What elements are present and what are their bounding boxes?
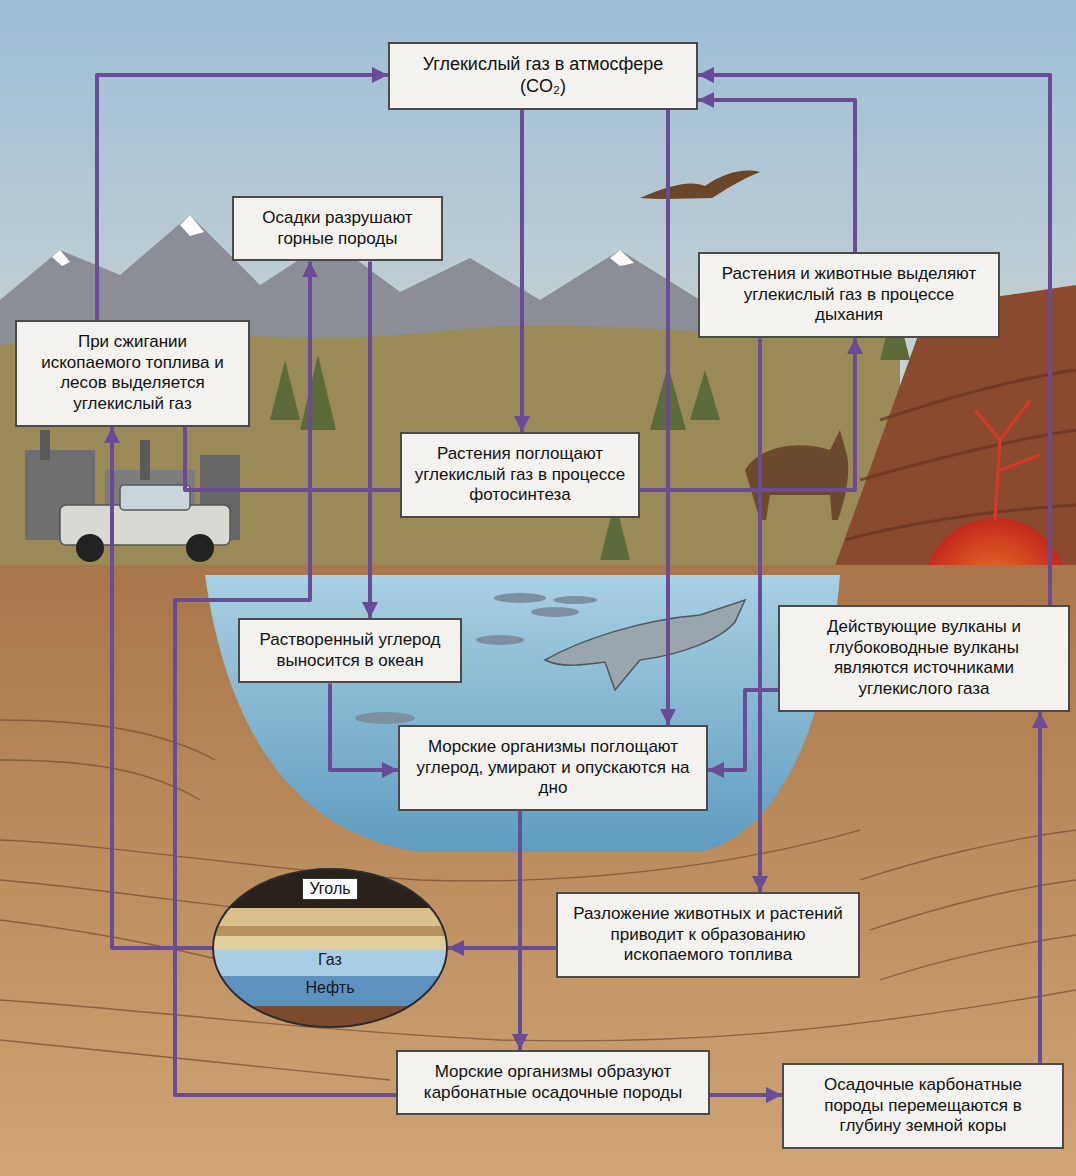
process-box: Морские организмы образуют карбонатные о… (396, 1050, 710, 1115)
rock-layer (212, 926, 448, 936)
process-box: Растения поглощают углекислый газ в проц… (400, 432, 640, 518)
process-box: Действующие вулканы и глубоководные вулк… (778, 605, 1070, 712)
process-box: При сжигании ископаемого топлива и лесов… (15, 320, 250, 427)
fossil-fuel-deposit: УгольГазНефть (212, 868, 448, 1028)
box-text: Осадочные карбонатные породы перемещаютс… (796, 1075, 1050, 1137)
box-text: Разложение животных и растений приводит … (570, 904, 846, 966)
eagle (640, 171, 760, 199)
process-box: Осадки разрушают горные породы (232, 196, 443, 261)
sediment-layers (0, 720, 1076, 1080)
rock-layer (212, 976, 448, 1006)
box-text: При сжигании ископаемого топлива и лесов… (29, 332, 236, 415)
box-text: Морские организмы образуют карбонатные о… (410, 1062, 696, 1103)
earth-crust (0, 565, 1076, 1176)
process-box: Морские организмы поглощают углерод, уми… (398, 725, 708, 811)
carbon-flow-arrow (448, 946, 556, 950)
rock-layer (212, 868, 448, 908)
carbon-flow-arrow (710, 1093, 782, 1097)
snow-cap (52, 250, 70, 266)
carbon-flow-arrow (112, 427, 212, 948)
trees (270, 300, 910, 560)
carbon-flow-arrow (666, 110, 670, 725)
process-box: Осадочные карбонатные породы перемещаютс… (782, 1063, 1064, 1149)
process-box: Разложение животных и растений приводит … (556, 892, 860, 978)
layer-label: Газ (312, 950, 348, 970)
rock-layer (212, 950, 448, 976)
volcano-strata (845, 370, 1076, 540)
box-text: Растения поглощают углекислый газ в проц… (414, 444, 626, 506)
forest-land (0, 326, 900, 580)
carbon-flow-arrow (518, 811, 522, 1050)
shark (545, 600, 745, 690)
carbon-flow-arrow (185, 427, 400, 490)
layer-label: Уголь (302, 878, 357, 900)
process-box: Растения и животные выделяют углекислый … (698, 252, 1000, 338)
process-box: Углекислый газ в атмосфере (CO₂) (388, 42, 698, 110)
ocean (205, 575, 840, 852)
box-text: Действующие вулканы и глубоководные вулк… (792, 617, 1056, 700)
truck (60, 485, 230, 562)
snow-cap (180, 215, 204, 236)
rock-layer (212, 908, 448, 926)
carbon-flow-arrow (1038, 712, 1042, 1063)
carbon-flow-arrow (698, 75, 1050, 605)
box-text: Растения и животные выделяют углекислый … (712, 264, 986, 326)
carbon-flow-arrow (520, 110, 524, 432)
carbon-flow-arrow (758, 338, 762, 892)
carbon-flow-arrow (368, 261, 372, 618)
elk (745, 430, 848, 520)
box-text: Осадки разрушают горные породы (246, 208, 429, 249)
snow-cap (610, 250, 634, 266)
carbon-flow-arrow (708, 690, 778, 770)
carbon-flow-arrow (330, 683, 398, 770)
box-text: Морские организмы поглощают углерод, уми… (412, 737, 694, 799)
rock-layer (212, 1006, 448, 1028)
rock-layer (212, 936, 448, 950)
box-text: Растворенный углерод выносится в океан (252, 630, 448, 671)
deposit-outline (213, 869, 447, 1027)
carbon-flow-arrow (640, 338, 855, 490)
layer-label: Нефть (300, 978, 361, 998)
lava-vents (975, 400, 1040, 520)
process-box: Растворенный углерод выносится в океан (238, 618, 462, 683)
box-text: Углекислый газ в атмосфере (CO₂) (402, 54, 684, 98)
carbon-flow-arrow (698, 100, 855, 252)
